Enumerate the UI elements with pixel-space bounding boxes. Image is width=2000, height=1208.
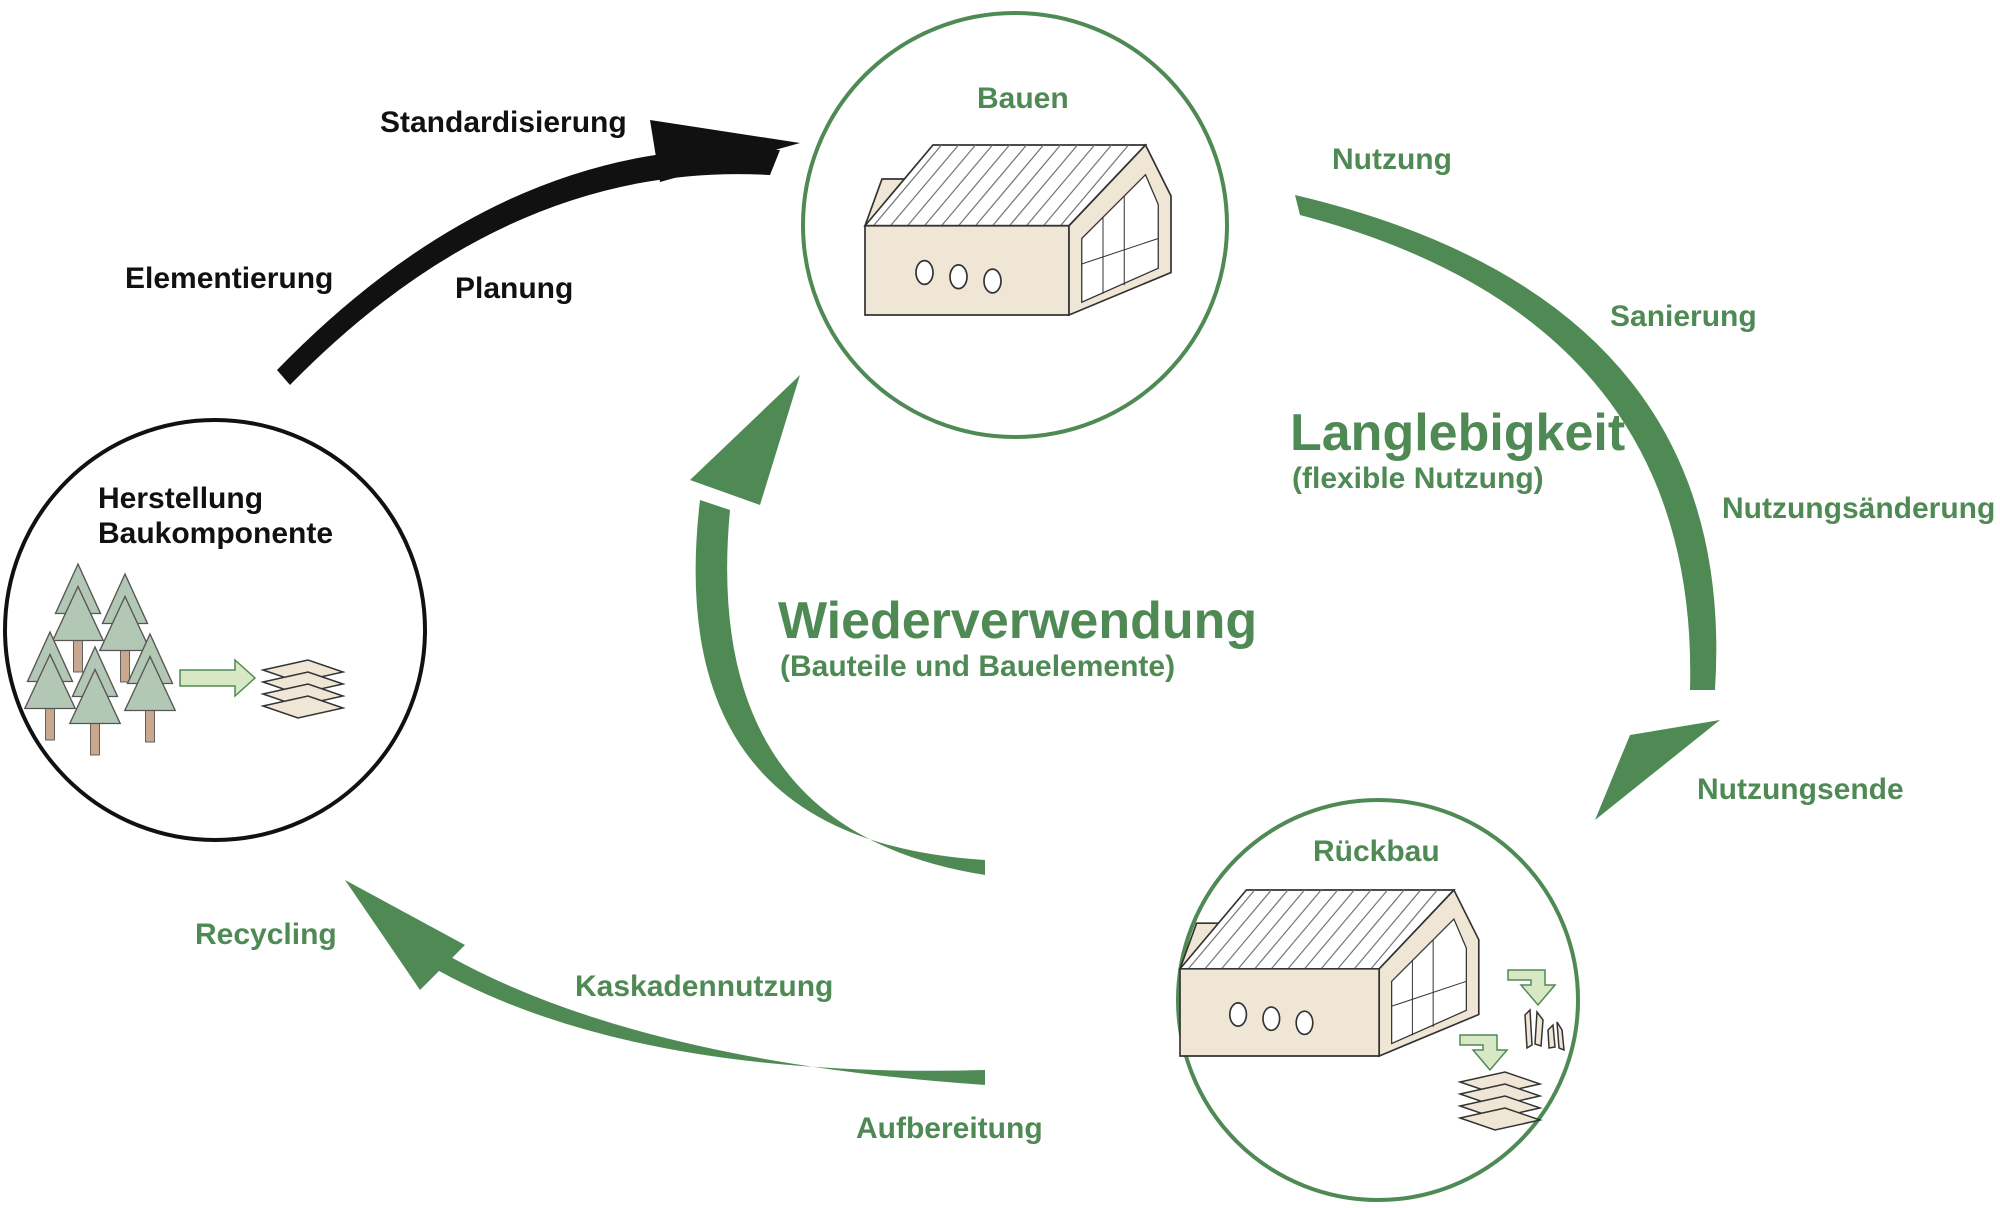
label-nutzungsaenderung: Nutzungsänderung [1722, 492, 1996, 525]
label-recycling: Recycling [195, 918, 337, 951]
label-nutzungsende: Nutzungsende [1697, 773, 1904, 806]
building-icon [1179, 889, 1480, 1057]
right-flow-arrow [1295, 195, 1717, 690]
center-flow-arrow [695, 500, 985, 875]
label-kaskadennutzung: Kaskadennutzung [575, 970, 834, 1003]
label-standardisierung: Standardisierung [380, 106, 627, 139]
label-nutzung: Nutzung [1332, 143, 1452, 176]
top-arrow-head [650, 120, 800, 182]
label-elementierung: Elementierung [125, 262, 334, 295]
top-flow-arrow [277, 148, 780, 385]
right-arrow-head [1595, 720, 1720, 820]
debris-icon [1524, 1008, 1565, 1052]
subheading-bauteile: (Bauteile und Bauelemente) [780, 650, 1176, 683]
building-icon [864, 144, 1172, 316]
herstellung-title-line2: Baukomponente [98, 517, 334, 550]
bauen-title: Bauen [977, 82, 1069, 115]
bottom-arrow-head [345, 880, 465, 990]
subheading-flexible-nutzung: (flexible Nutzung) [1292, 462, 1544, 495]
center-arrow-head [690, 375, 800, 505]
label-aufbereitung: Aufbereitung [856, 1112, 1043, 1145]
bottom-flow-arrow [420, 945, 985, 1085]
label-sanierung: Sanierung [1610, 300, 1757, 333]
arrow-icon [1459, 969, 1557, 1072]
herstellung-circle [3, 418, 427, 842]
label-planung: Planung [455, 272, 574, 305]
herstellung-title-line1: Herstellung [98, 482, 264, 515]
heading-langlebigkeit: Langlebigkeit [1290, 404, 1626, 462]
arrow-icon [179, 658, 257, 698]
heading-wiederverwendung: Wiederverwendung [778, 592, 1258, 650]
rueckbau-title: Rückbau [1313, 835, 1440, 868]
